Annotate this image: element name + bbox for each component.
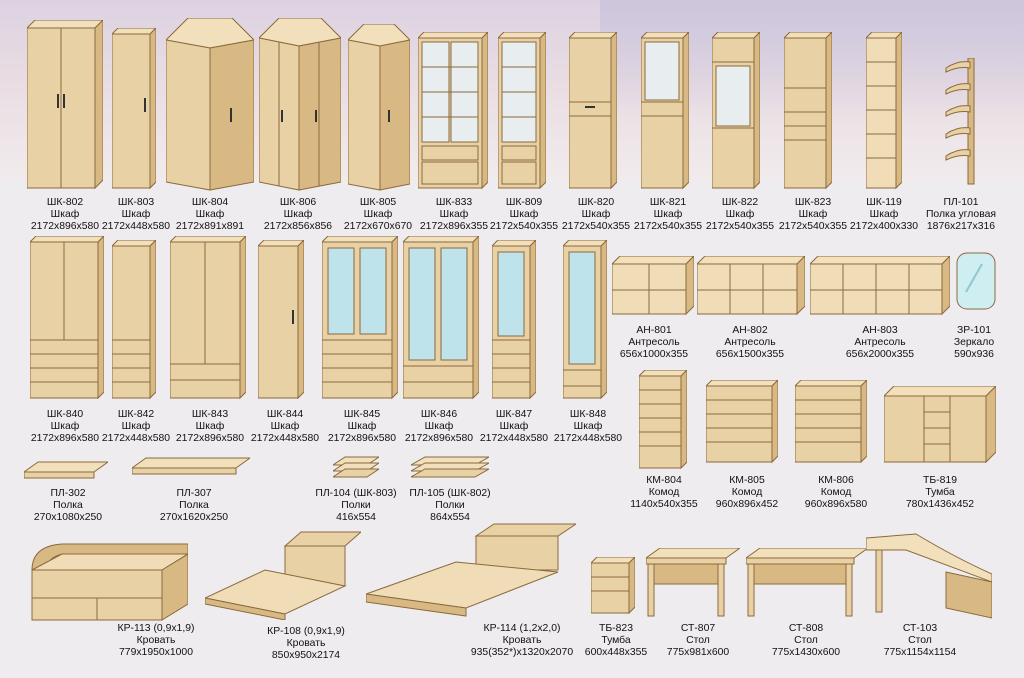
product-image-km-806 — [795, 380, 867, 464]
product-image-pl-307 — [132, 452, 250, 478]
product-image-shk-119 — [866, 32, 902, 190]
product-image-shk-804 — [166, 18, 254, 192]
product-image-shk-833 — [418, 32, 488, 190]
product-image-st-103 — [866, 528, 992, 620]
product-image-pl-105 — [411, 455, 489, 485]
product-image-an-803 — [810, 256, 950, 316]
product-image-shk-802 — [27, 20, 103, 190]
product-image-shk-806 — [259, 18, 341, 192]
product-image-shk-846 — [403, 236, 479, 400]
product-image-an-802 — [697, 256, 805, 316]
product-image-st-808 — [746, 548, 868, 618]
product-image-shk-820 — [569, 32, 617, 190]
product-image-shk-848 — [563, 240, 607, 400]
product-image-shk-823 — [784, 32, 832, 190]
product-image-km-805 — [706, 380, 778, 464]
product-image-shk-847 — [492, 240, 536, 400]
product-image-kr-113 — [22, 540, 188, 622]
product-image-shk-840 — [30, 236, 104, 400]
product-image-shk-803 — [112, 28, 156, 190]
product-image-pl-104 — [333, 455, 379, 485]
product-image-tb-819 — [884, 386, 996, 464]
product-image-zr-101 — [956, 252, 996, 310]
product-image-km-804 — [639, 370, 687, 470]
product-image-an-801 — [612, 256, 694, 316]
product-image-kr-114 — [366, 522, 576, 622]
product-image-shk-822 — [712, 32, 760, 190]
product-image-pl-302 — [24, 458, 108, 482]
product-image-shk-821 — [641, 32, 689, 190]
product-image-pl-101 — [942, 58, 976, 186]
product-image-tb-823 — [591, 557, 635, 615]
product-image-shk-845 — [322, 236, 398, 400]
product-image-shk-844 — [258, 240, 304, 400]
product-image-shk-805 — [348, 24, 410, 192]
product-image-shk-842 — [112, 240, 156, 400]
product-image-shk-843 — [170, 236, 246, 400]
product-image-shk-809 — [498, 32, 546, 190]
product-image-st-807 — [646, 548, 740, 618]
product-image-kr-108 — [205, 528, 361, 620]
